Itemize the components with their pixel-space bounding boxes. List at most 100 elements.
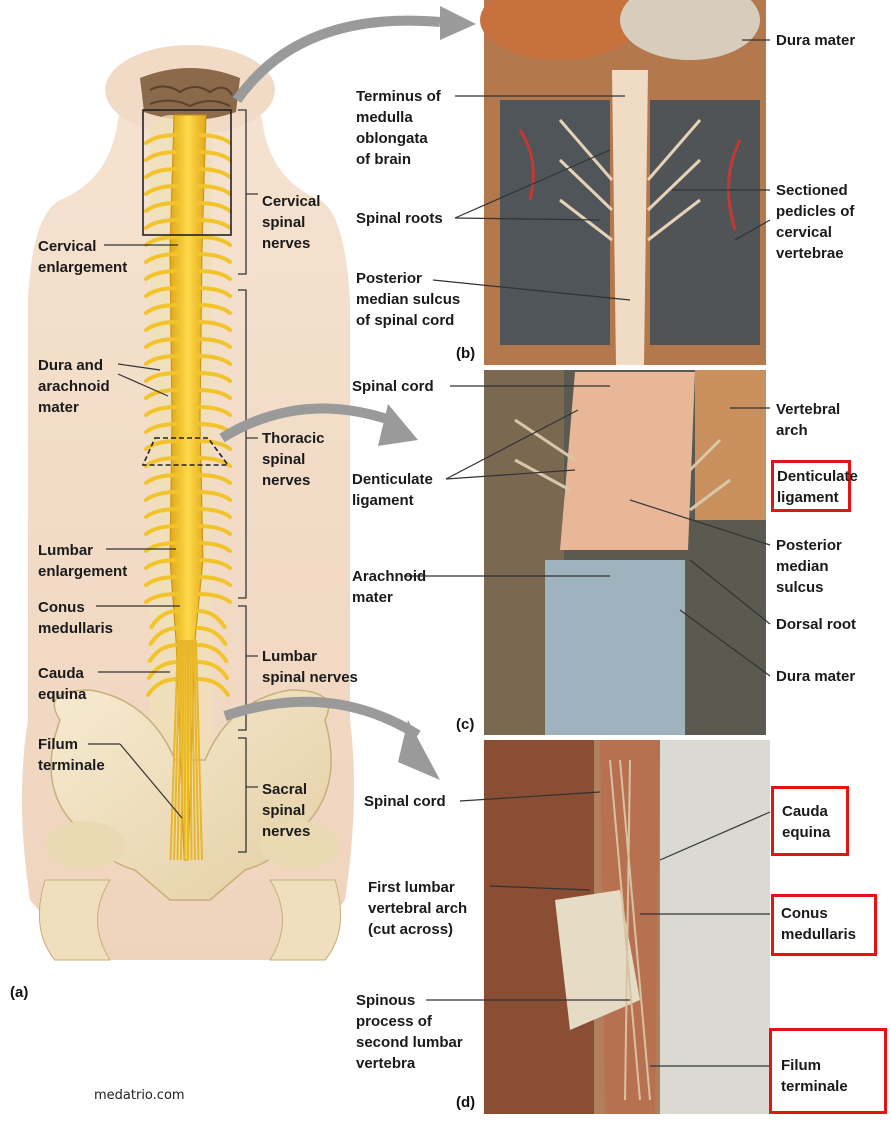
spinal-nerve-branch <box>146 660 180 680</box>
panel-letter-b: (b) <box>456 345 476 362</box>
photo-d <box>484 740 770 1114</box>
spinal-nerve-branch <box>196 643 229 663</box>
label-conus-medullaris-d: Conus medullaris <box>781 905 857 943</box>
highlight-box-denticulate <box>771 460 851 512</box>
spinal-nerve-branch <box>144 507 180 519</box>
spinal-nerve-branch <box>196 456 232 468</box>
spinal-nerve-branch <box>144 541 180 553</box>
spinal-nerve-branch <box>196 405 232 417</box>
cauda-equina-fiber <box>183 639 187 861</box>
spinal-nerve-branch <box>196 660 230 680</box>
spinal-nerve-branch <box>196 201 232 213</box>
arrow-to-d <box>223 696 421 740</box>
spinal-nerve-branch <box>196 133 232 145</box>
credit-text: medatrio.com <box>94 1088 185 1103</box>
spinal-nerve-branch <box>196 609 227 629</box>
label-cervical-spinal-nerves: Cervical spinal nerves <box>262 193 321 252</box>
bracket-cervical <box>238 109 247 275</box>
spinal-nerve-branch <box>196 677 230 697</box>
spinal-nerve-branch <box>144 439 180 451</box>
spinal-nerve-branch <box>144 371 180 383</box>
bracket-lumbar <box>238 605 247 731</box>
spinal-nerve-branch <box>144 558 180 570</box>
spinal-nerve-branch <box>148 626 180 646</box>
spinal-nerve-branch <box>196 269 232 281</box>
panel-letter-a: (a) <box>10 984 29 1001</box>
highlight-box-filum-terminale <box>769 1028 887 1114</box>
spinal-nerve-branch <box>144 150 180 162</box>
label-cauda-equina-d: Cauda equina <box>782 803 831 841</box>
spinal-nerve-branch <box>196 558 232 570</box>
label-dorsal-root: Dorsal root <box>776 616 857 633</box>
cervical-box <box>142 109 232 236</box>
spinal-nerve-branch <box>196 490 232 502</box>
label-conus-medullaris-a: Conus medullaris <box>38 599 114 637</box>
spinal-nerve-branch <box>144 286 180 298</box>
spinal-nerve-branch <box>144 592 180 604</box>
spinal-nerve-branch <box>196 524 232 536</box>
spinal-nerve-branch <box>144 184 180 196</box>
label-cauda-equina-a: Cauda equina <box>38 665 87 703</box>
label-thoracic-spinal-nerves: Thoracic spinal nerves <box>262 430 325 489</box>
spinal-nerve-branch <box>196 337 232 349</box>
label-spinal-cord-c: Spinal cord <box>352 378 434 395</box>
label-lumbar-spinal-nerves: Lumbar spinal nerves <box>262 648 358 686</box>
photo-c <box>484 370 766 735</box>
label-denticulate-ligament-right: Denticulate ligament <box>777 468 858 506</box>
spinal-nerve-branch <box>144 133 180 145</box>
panel-letter-d: (d) <box>456 1094 476 1111</box>
spinal-nerves <box>144 133 232 861</box>
label-filum-terminale-a: Filum terminale <box>38 736 105 774</box>
spinal-nerve-branch <box>144 201 180 213</box>
spinal-nerve-branch <box>149 609 180 629</box>
spinal-nerve-branch <box>196 473 232 485</box>
cauda-equina-fiber <box>180 639 185 861</box>
label-cervical-enlargement: Cervical enlargement <box>38 238 128 276</box>
spinal-nerve-branch <box>144 422 180 434</box>
spinal-nerve-branch <box>196 541 232 553</box>
label-vertebral-arch: Vertebral arch <box>776 401 841 439</box>
spinal-nerve-branch <box>144 252 180 264</box>
spinal-nerve-branch <box>144 473 180 485</box>
spinal-nerve-branch <box>196 626 228 646</box>
spinal-nerve-branch <box>196 218 232 230</box>
spinal-nerve-branch <box>144 337 180 349</box>
spinal-nerve-branch <box>196 167 232 179</box>
spinal-nerve-branch <box>144 456 180 468</box>
spinal-nerve-branch <box>196 184 232 196</box>
label-posterior-median-sulcus-c: Posterior median sulcus <box>776 537 842 596</box>
cauda-equina-fiber <box>169 639 179 861</box>
spinal-nerve-branch <box>144 354 180 366</box>
label-posterior-median-sulcus-b: Posterior median sulcus of spinal cord <box>356 270 461 329</box>
panel-letter-c: (c) <box>456 716 475 733</box>
spinal-nerve-branch <box>144 235 180 247</box>
spinal-nerve-branch <box>196 252 232 264</box>
cauda-equina-fiber <box>176 639 183 861</box>
spinal-nerve-branch <box>147 643 180 663</box>
label-dura-mater-b: Dura mater <box>776 32 856 49</box>
label-sectioned-pedicles: Sectioned pedicles of cervical vertebrae <box>776 182 855 262</box>
spinal-nerve-branch <box>196 439 232 451</box>
highlight-box-cauda-equina <box>771 786 849 856</box>
spinal-nerve-branch <box>144 303 180 315</box>
spinal-nerve-branch <box>144 405 180 417</box>
arrow-to-b <box>232 15 441 103</box>
highlight-box-conus-medullaris <box>771 894 877 956</box>
spinal-nerve-branch <box>196 388 232 400</box>
spinal-nerve-branch <box>196 507 232 519</box>
spinal-nerve-branch <box>144 575 180 587</box>
label-spinal-roots: Spinal roots <box>356 210 443 227</box>
label-first-lumbar-arch: First lumbar vertebral arch (cut across) <box>368 879 468 938</box>
brain-icon <box>140 68 240 120</box>
spinal-nerve-branch <box>144 490 180 502</box>
spinal-nerve-branch <box>196 320 232 332</box>
bracket-thoracic <box>238 289 247 599</box>
bracket-sacral <box>238 737 247 853</box>
spinal-nerve-branch <box>196 354 232 366</box>
label-dura-mater-c: Dura mater <box>776 668 856 685</box>
label-spinal-cord-d: Spinal cord <box>364 793 446 810</box>
label-filum-terminale-d: Filum terminale <box>781 1057 848 1095</box>
photo-b <box>480 0 766 365</box>
cauda-equina-fiber <box>195 639 203 861</box>
label-terminus-medulla: Terminus of medulla oblongata of brain <box>356 88 441 168</box>
